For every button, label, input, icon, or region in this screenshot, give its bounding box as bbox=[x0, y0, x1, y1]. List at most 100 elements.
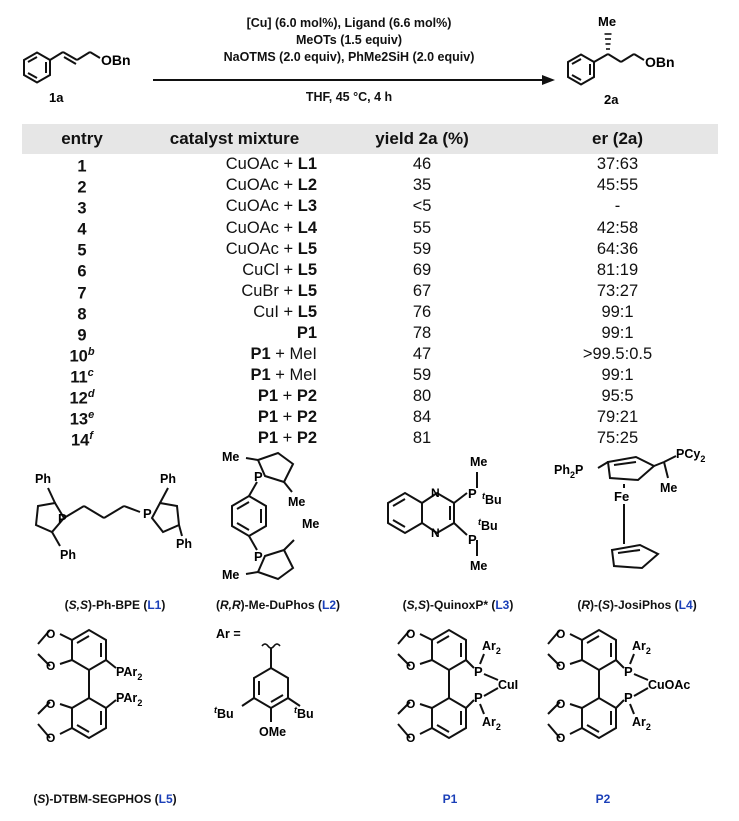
l3-n-2: N bbox=[431, 526, 440, 540]
catalyst-ligand: P2 bbox=[296, 408, 317, 427]
catalyst-ligand: L5 bbox=[297, 281, 317, 300]
l2-structure bbox=[231, 451, 295, 581]
l5-par2-1: PAr2 bbox=[116, 665, 142, 682]
l5-label: (S)-DTBM-SEGPHOS (L5) bbox=[33, 792, 177, 806]
cell-er: 37:63 bbox=[596, 155, 639, 174]
cell-catalyst: P1 + P2 bbox=[142, 386, 327, 407]
header-catalyst: catalyst mixture bbox=[142, 124, 327, 154]
catalyst-plus: + bbox=[278, 197, 298, 216]
ar-label: Ar = bbox=[216, 627, 241, 641]
cell-yield: 67 bbox=[412, 281, 432, 300]
l1-p-2: P bbox=[143, 506, 152, 521]
entry-footnote: d bbox=[87, 388, 95, 401]
condition-line-2: MeOTs (1.5 equiv) bbox=[295, 33, 403, 47]
entry-number: 6 bbox=[77, 262, 87, 281]
cell-er: 79:21 bbox=[596, 408, 639, 427]
cell-yield: 69 bbox=[412, 260, 432, 279]
p1-p-1: P bbox=[474, 664, 483, 679]
l3-structure bbox=[387, 472, 478, 556]
l3-tbu-1: tBu bbox=[482, 491, 502, 507]
cell-catalyst: CuCl + L5 bbox=[142, 259, 327, 280]
cell-er: 99:1 bbox=[601, 324, 634, 342]
l2-me-3: Me bbox=[302, 517, 319, 531]
l1-label: (S,S)-Ph-BPE (L1) bbox=[64, 598, 166, 612]
l4-p: P bbox=[575, 463, 583, 477]
catalyst-plus: + bbox=[270, 366, 290, 385]
l3-p-2: P bbox=[468, 532, 477, 547]
ar-structure bbox=[241, 648, 301, 722]
l5-par-2: PAr bbox=[116, 691, 137, 705]
l2-me-1: Me bbox=[222, 450, 239, 464]
entry-number: 14 bbox=[70, 431, 90, 450]
catalyst-plus: + bbox=[278, 387, 297, 406]
entry-footnote: c bbox=[87, 366, 94, 379]
l2-label: (R,R)-Me-DuPhos (L2) bbox=[215, 598, 340, 612]
ar-wavy-bond bbox=[261, 643, 281, 649]
p1-o-3: O bbox=[406, 697, 415, 711]
catalyst-ligand: MeI bbox=[289, 345, 317, 364]
table-header-row: entry catalyst mixture yield 2a (%) er (… bbox=[22, 124, 718, 154]
l3-label: (S,S)-QuinoxP* (L3) bbox=[402, 598, 514, 612]
catalyst-metal: CuOAc bbox=[225, 176, 279, 195]
cell-catalyst: CuOAc + L2 bbox=[142, 175, 327, 196]
p2-cuoac: CuOAc bbox=[648, 678, 690, 692]
header-entry: entry bbox=[22, 124, 142, 154]
entry-number: 7 bbox=[77, 284, 87, 303]
l3-code: L3 bbox=[495, 598, 510, 612]
l4-pcy2: PCy2 bbox=[676, 448, 705, 464]
l3-bu-2: Bu bbox=[481, 519, 498, 533]
entry-number: 11 bbox=[70, 368, 88, 387]
cell-er: 99:1 bbox=[601, 366, 634, 385]
catalyst-metal: CuBr bbox=[241, 281, 279, 300]
l3-me-1: Me bbox=[470, 455, 487, 469]
entry-number: 3 bbox=[77, 199, 87, 218]
ar-tbu-1: tBu bbox=[214, 705, 234, 721]
cell-catalyst: P1 + MeI bbox=[142, 365, 327, 386]
product-structure bbox=[567, 53, 645, 86]
l5-o-2: O bbox=[46, 659, 55, 673]
l3-t-2: t bbox=[478, 517, 482, 527]
p2-o-3: O bbox=[556, 697, 565, 711]
l5-o-4: O bbox=[46, 731, 55, 745]
catalyst-ligand: L5 bbox=[297, 260, 317, 279]
catalyst-metal: P1 bbox=[250, 345, 271, 364]
entry-footnote: b bbox=[87, 345, 95, 358]
catalyst-plus: + bbox=[278, 281, 298, 300]
cell-entry: 12d bbox=[22, 386, 142, 407]
l3-p-1: P bbox=[468, 486, 477, 501]
reactant-label: 1a bbox=[49, 90, 64, 105]
cell-entry: 13e bbox=[22, 407, 142, 428]
reactant-group: OBn bbox=[101, 52, 131, 68]
p2-ar-2: Ar bbox=[632, 715, 646, 729]
p1-ar-2: Ar bbox=[482, 715, 496, 729]
l3-tbu-2: tBu bbox=[478, 517, 498, 533]
cell-catalyst: CuOAc + L5 bbox=[142, 238, 327, 259]
catalyst-metal: CuI bbox=[253, 302, 279, 321]
ligand-structures-row-1: Ph Ph Ph Ph P P P P Me Me Me Me N N P P … bbox=[34, 448, 705, 582]
reaction-arrowhead bbox=[542, 75, 555, 85]
condition-line-1: [Cu] (6.0 mol%), Ligand (6.6 mol%) bbox=[246, 16, 452, 30]
cell-catalyst: P1 + MeI bbox=[142, 344, 327, 365]
cell-er: 45:55 bbox=[596, 176, 639, 195]
l1-structure bbox=[34, 487, 183, 547]
l2-me-4: Me bbox=[222, 568, 239, 582]
catalyst-plus: + bbox=[278, 155, 298, 174]
l4-ph: Ph bbox=[554, 463, 570, 477]
cell-er: 95:5 bbox=[601, 387, 634, 406]
ar-bu-1: Bu bbox=[217, 707, 234, 721]
cell-entry: 2 bbox=[22, 175, 142, 196]
cell-yield: 47 bbox=[412, 345, 432, 364]
entry-footnote: e bbox=[88, 409, 95, 422]
p1-sub-1: 2 bbox=[496, 646, 501, 656]
catalyst-plus: + bbox=[278, 429, 297, 448]
l5-par2-2: PAr2 bbox=[116, 691, 142, 708]
cell-yield: 59 bbox=[412, 366, 432, 385]
cell-er: 81:19 bbox=[596, 260, 639, 279]
catalyst-ligand: L1 bbox=[297, 155, 317, 174]
cell-catalyst: CuOAc + L3 bbox=[142, 196, 327, 217]
